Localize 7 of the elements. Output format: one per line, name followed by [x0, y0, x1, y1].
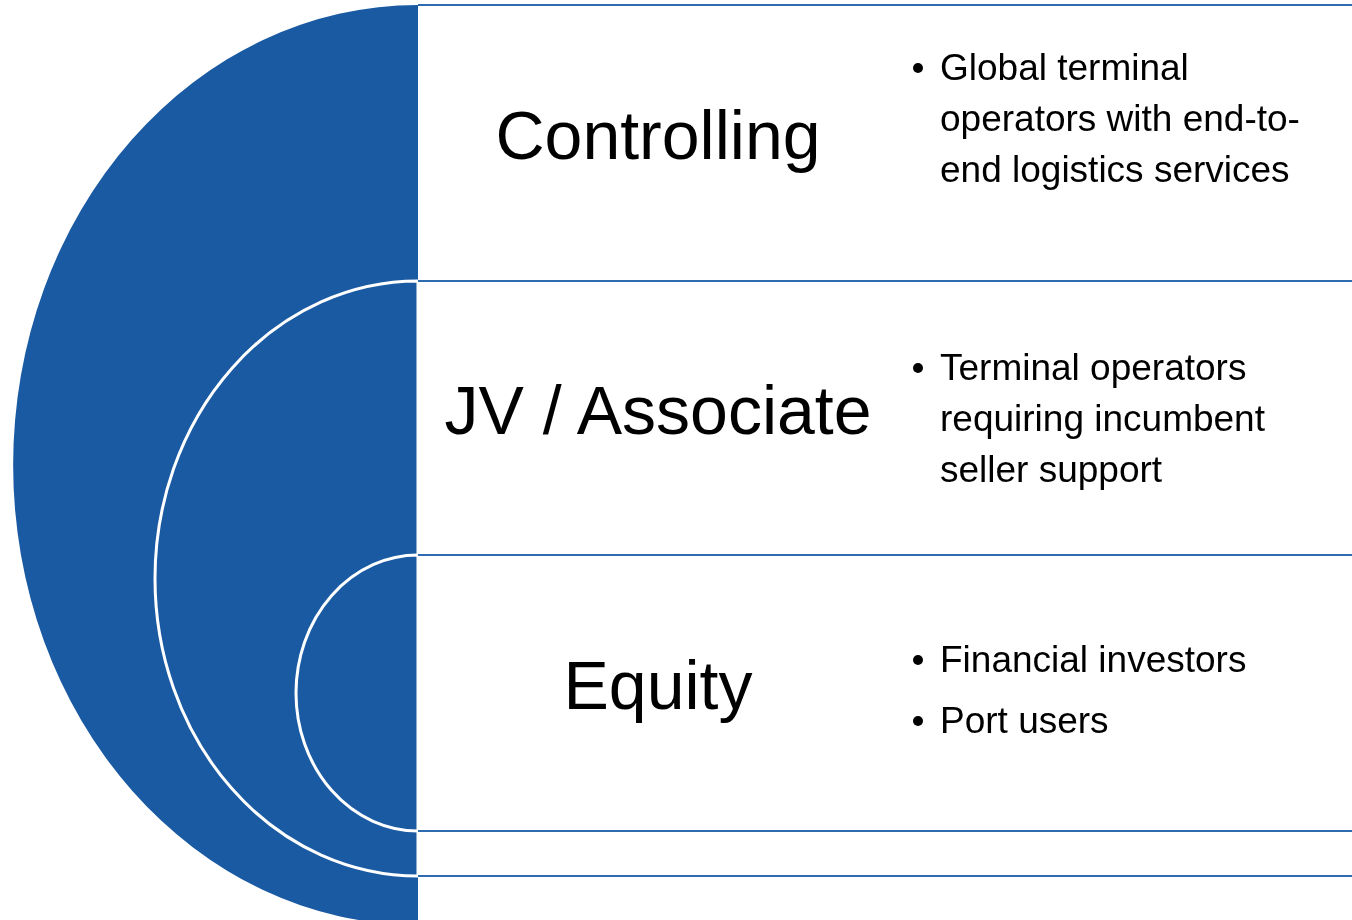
band-heading: Equity [562, 646, 754, 724]
bullet-text: Port users [940, 699, 1109, 743]
bullet-text: Financial investors [940, 638, 1247, 682]
bullet-text: Terminal operators requiring incumbent seller support [940, 346, 1266, 492]
band-heading: Controlling [494, 96, 822, 174]
band-heading: JV / Associate [443, 371, 873, 449]
bullet-text: Global terminal operators with end-to-end logistics services [940, 46, 1301, 192]
